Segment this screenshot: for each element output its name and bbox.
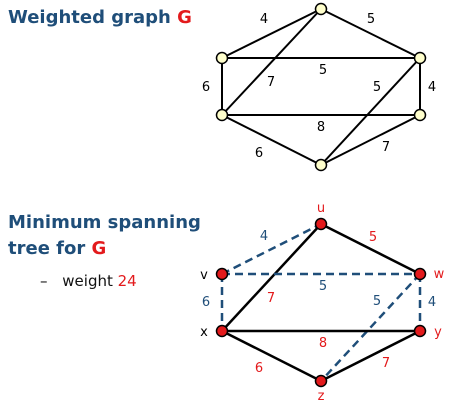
vertex-bottom — [314, 158, 328, 172]
mst-edge-label-v-w: 5 — [319, 279, 327, 294]
edge-10 — [320, 114, 421, 166]
vertex-label-v: v — [200, 268, 208, 283]
edge-label-5: 5 — [319, 63, 327, 78]
vertex-top — [314, 2, 328, 16]
mst-edge-label-v-u: 4 — [260, 229, 268, 244]
mst-edge-v-u — [221, 222, 322, 276]
edge-label-1: 4 — [260, 12, 268, 27]
vertex-label-y: y — [434, 325, 442, 340]
mst-vertex-x — [215, 324, 229, 338]
vertex-upper-left — [215, 51, 229, 65]
graph-title-symbol: G — [177, 7, 192, 28]
mst-vertex-w — [413, 267, 427, 281]
edge-label-6: 5 — [373, 80, 381, 95]
mst-title-line1: Minimum spanning — [8, 212, 201, 233]
mst-edge-y-z — [320, 329, 421, 383]
edge-9 — [221, 114, 322, 166]
mst-title: Minimum spanning tree for G — [8, 211, 208, 261]
edge-6 — [320, 57, 421, 166]
weighted-graph — [221, 8, 421, 166]
mst-vertex-u — [314, 217, 328, 231]
mst-vertex-y — [413, 324, 427, 338]
edge-label-4: 7 — [267, 75, 275, 90]
mst-edge-label-w-z: 5 — [373, 294, 381, 309]
vertex-label-x: x — [200, 325, 208, 340]
mst-edge-label-x-z: 6 — [255, 361, 263, 376]
mst-edge-w-z — [320, 273, 421, 382]
mst-edge-label-u-w: 5 — [369, 230, 377, 245]
vertex-label-z: z — [318, 389, 325, 404]
mst-edge-label-v-x: 6 — [202, 295, 210, 310]
edge-2 — [320, 8, 421, 59]
graph-title-text: Weighted graph — [8, 7, 171, 28]
edge-1 — [221, 8, 322, 59]
mst-graph — [220, 222, 422, 383]
weight-dash: – — [40, 272, 48, 290]
mst-vertex-z — [314, 374, 328, 388]
mst-title-symbol: G — [91, 238, 107, 259]
weight-value: 24 — [117, 272, 137, 290]
vertex-label-u: u — [317, 201, 325, 216]
edge-label-7: 4 — [428, 80, 436, 95]
graph-title: Weighted graph G — [8, 6, 192, 30]
weight-label: weight — [62, 272, 113, 290]
mst-edge-x-z — [221, 329, 322, 383]
mst-edge-label-y-z: 7 — [382, 356, 390, 371]
edge-label-8: 8 — [317, 120, 325, 135]
vertex-upper-right — [413, 51, 427, 65]
mst-vertex-v — [215, 267, 229, 281]
edge-4 — [221, 8, 322, 116]
vertex-lower-left — [215, 108, 229, 122]
vertex-label-w: w — [434, 267, 445, 282]
mst-edge-u-w — [320, 222, 421, 276]
mst-edge-u-x — [221, 223, 322, 332]
edge-label-9: 6 — [255, 146, 263, 161]
edge-label-2: 5 — [367, 12, 375, 27]
mst-weight-note: – weight 24 — [40, 272, 137, 290]
mst-title-line2: tree for — [8, 238, 86, 259]
mst-edge-label-u-x: 7 — [267, 291, 275, 306]
vertex-lower-right — [413, 108, 427, 122]
mst-edge-label-x-y: 8 — [319, 336, 327, 351]
mst-edge-label-w-y: 4 — [428, 295, 436, 310]
edge-label-3: 6 — [202, 80, 210, 95]
edge-label-10: 7 — [382, 140, 390, 155]
